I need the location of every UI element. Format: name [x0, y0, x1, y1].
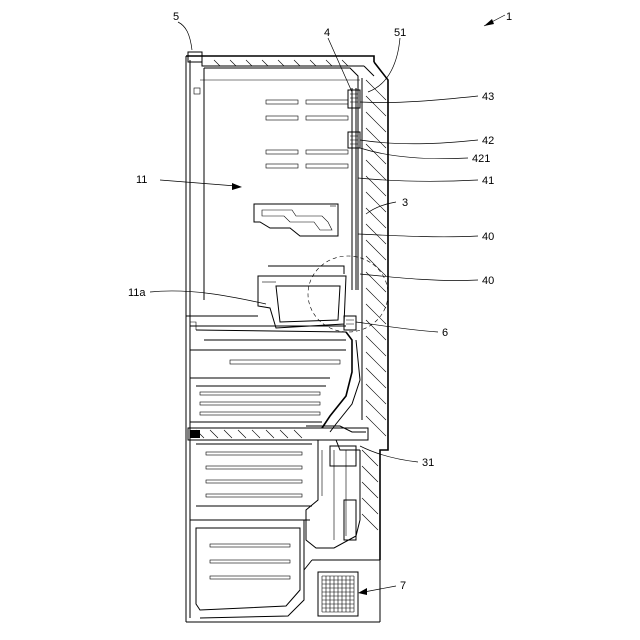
- upper-compartment: [194, 68, 360, 300]
- label-31: 31: [422, 457, 434, 469]
- label-43: 43: [482, 91, 494, 103]
- label-40-upper: 40: [482, 231, 494, 243]
- label-41: 41: [482, 175, 494, 187]
- label-6: 6: [442, 327, 448, 339]
- label-11a: 11a: [128, 287, 146, 299]
- label-51: 51: [394, 27, 406, 39]
- label-1: 1: [506, 11, 512, 23]
- label-4: 4: [324, 27, 330, 39]
- label-7: 7: [400, 580, 406, 592]
- label-11: 11: [136, 174, 147, 186]
- middle-compartment: [190, 316, 360, 432]
- label-3: 3: [402, 197, 408, 209]
- label-40-lower: 40: [482, 275, 494, 287]
- lower-compartment: [190, 440, 360, 618]
- label-5: 5: [173, 11, 179, 23]
- machine-room: [304, 560, 380, 616]
- label-42: 42: [482, 135, 494, 147]
- label-421: 421: [472, 153, 490, 165]
- vent-grid: [322, 576, 354, 612]
- divider-band: [188, 426, 368, 440]
